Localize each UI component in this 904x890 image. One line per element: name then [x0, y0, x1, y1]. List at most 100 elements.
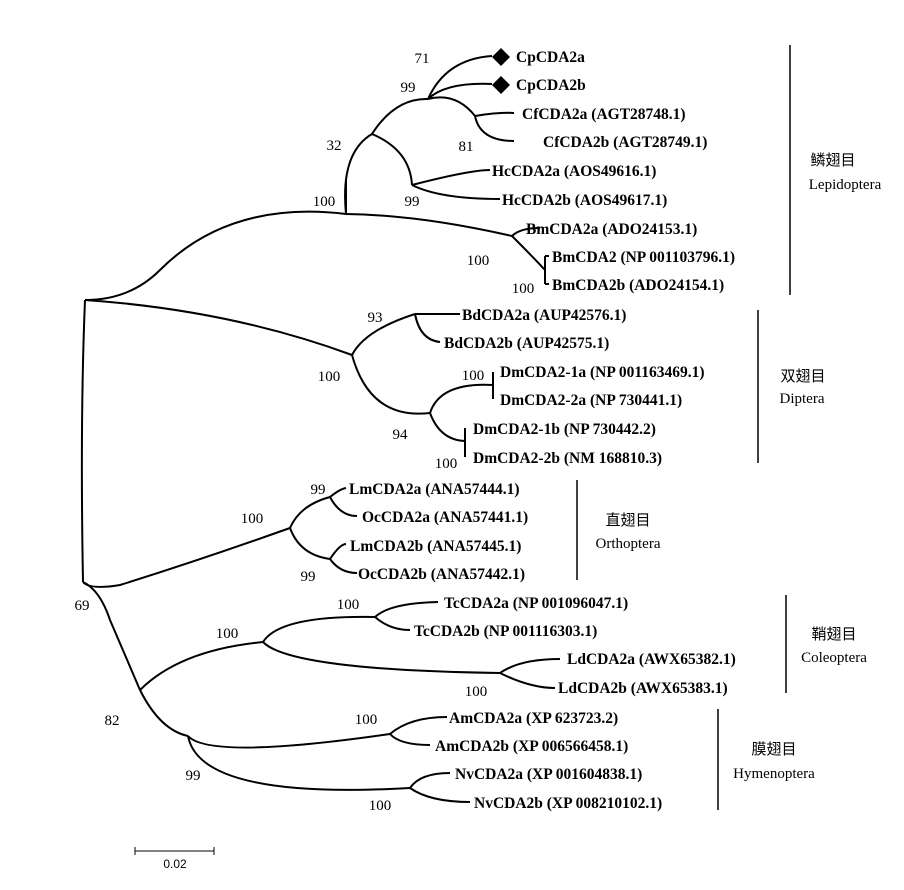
- bootstrap-value: 100: [462, 368, 485, 384]
- bootstrap-value: 100: [465, 684, 488, 700]
- taxon-label: LdCDA2a (AWX65382.1): [567, 651, 736, 668]
- scale-bar-label: 0.02: [163, 857, 187, 871]
- taxon-label: HcCDA2b (AOS49617.1): [502, 192, 667, 209]
- taxon-label: BdCDA2b (AUP42575.1): [444, 335, 609, 352]
- taxon-label: OcCDA2b (ANA57442.1): [358, 566, 525, 583]
- taxon-label: BmCDA2a (ADO24153.1): [526, 221, 697, 238]
- group-name-latin: Coleoptera: [801, 650, 867, 666]
- bootstrap-value: 99: [401, 80, 416, 96]
- bootstrap-value: 94: [393, 427, 409, 443]
- taxon-label: AmCDA2a (XP 623723.2): [449, 710, 618, 727]
- group-name-chinese: 鳞翅目: [810, 151, 855, 169]
- tree-branch: [427, 96, 476, 117]
- bootstrap-value: 100: [467, 253, 490, 269]
- tree-branch: [389, 733, 431, 746]
- group-name-chinese: 双翅目: [780, 367, 825, 385]
- bootstrap-value: 99: [311, 482, 326, 498]
- tree-branch: [329, 496, 358, 517]
- tree-branch: [329, 558, 358, 574]
- tree-branch: [139, 641, 264, 691]
- bootstrap-value: 71: [415, 51, 430, 67]
- tree-branch: [429, 383, 494, 414]
- group-name-latin: Orthoptera: [596, 536, 661, 552]
- bootstrap-value: 81: [459, 139, 474, 155]
- bootstrap-value: 69: [75, 598, 90, 614]
- bootstrap-value: 100: [318, 369, 341, 385]
- bootstrap-value: 100: [369, 798, 392, 814]
- tree-branch: [262, 615, 376, 643]
- taxon-label: DmCDA2-1b (NP 730442.2): [473, 421, 656, 438]
- bootstrap-value: 100: [337, 597, 360, 613]
- tree-branch: [82, 527, 291, 588]
- bootstrap-value: 100: [216, 626, 239, 642]
- bootstrap-value: 32: [327, 138, 342, 154]
- tree-branch: [84, 299, 353, 356]
- tree-branch: [499, 672, 556, 689]
- taxon-label: DmCDA2-2b (NM 168810.3): [473, 450, 662, 467]
- tree-branches: [80, 55, 561, 803]
- tree-branch: [409, 787, 471, 803]
- taxon-label: CfCDA2b (AGT28749.1): [543, 134, 707, 151]
- group-name-latin: Diptera: [780, 391, 825, 407]
- bootstrap-value: 100: [512, 281, 535, 297]
- tree-branch: [289, 527, 331, 560]
- group-name-chinese: 鞘翅目: [811, 625, 856, 643]
- taxon-label: AmCDA2b (XP 006566458.1): [435, 738, 628, 755]
- bootstrap-value: 93: [368, 310, 383, 326]
- bootstrap-value: 99: [301, 569, 316, 585]
- taxon-label: DmCDA2-2a (NP 730441.1): [500, 392, 682, 409]
- tree-branch: [80, 299, 86, 583]
- group-name-latin: Hymenoptera: [733, 766, 815, 782]
- taxon-label: NvCDA2a (XP 001604838.1): [455, 766, 642, 783]
- tree-branch: [409, 772, 451, 789]
- tree-branch: [411, 184, 501, 200]
- tree-branch: [187, 735, 411, 791]
- taxon-label: BmCDA2b (ADO24154.1): [552, 277, 724, 294]
- group-name-chinese: 直翅目: [605, 511, 650, 529]
- tree-branch: [351, 313, 416, 356]
- group-name-latin: Lepidoptera: [809, 177, 882, 193]
- group-name-chinese: 膜翅目: [751, 740, 796, 758]
- taxon-label: NvCDA2b (XP 008210102.1): [474, 795, 662, 812]
- bootstrap-value: 100: [241, 511, 264, 527]
- tree-branch: [374, 601, 439, 618]
- tree-branch: [187, 733, 391, 749]
- taxon-label: CpCDA2b: [516, 77, 586, 94]
- tree-branch: [84, 210, 347, 301]
- taxon-label: CpCDA2a: [516, 49, 585, 66]
- tree-branch: [427, 55, 493, 100]
- bootstrap-value: 99: [405, 194, 420, 210]
- tree-branch: [139, 689, 189, 737]
- taxon-label: CfCDA2a (AGT28748.1): [522, 106, 686, 123]
- tree-branch: [345, 213, 513, 237]
- tree-branch: [262, 641, 501, 674]
- taxon-label: OcCDA2a (ANA57441.1): [362, 509, 528, 526]
- taxon-label: LdCDA2b (AWX65383.1): [558, 680, 728, 697]
- scale-bar: 0.02: [134, 847, 215, 871]
- taxon-label: BmCDA2 (NP 001103796.1): [552, 249, 735, 266]
- taxon-label: BdCDA2a (AUP42576.1): [462, 307, 626, 324]
- bootstrap-value: 100: [355, 712, 378, 728]
- taxon-marker-diamond: [492, 76, 510, 94]
- taxon-label: DmCDA2-1a (NP 001163469.1): [500, 364, 705, 381]
- tree-branch: [499, 658, 561, 674]
- tree-branch: [414, 313, 441, 343]
- taxon-marker-diamond: [492, 48, 510, 66]
- taxon-label: TcCDA2a (NP 001096047.1): [444, 595, 628, 612]
- tree-branch: [82, 581, 141, 691]
- tree-branch: [474, 115, 515, 142]
- bootstrap-value: 82: [105, 713, 120, 729]
- tree-branch: [329, 487, 347, 498]
- tree-branch: [371, 133, 413, 186]
- tree-branch: [474, 111, 515, 117]
- taxon-label: LmCDA2a (ANA57444.1): [349, 481, 520, 498]
- bootstrap-value: 99: [186, 768, 201, 784]
- tree-branch: [351, 354, 431, 415]
- tree-branch: [389, 716, 448, 735]
- bootstrap-value: 100: [435, 456, 458, 472]
- bootstrap-values: 71 99 81 32 99 100 100 100 93 100 100 94 100 99 100 99 1…: [75, 51, 535, 814]
- tree-branch: [411, 169, 491, 186]
- tree-branch: [511, 235, 546, 271]
